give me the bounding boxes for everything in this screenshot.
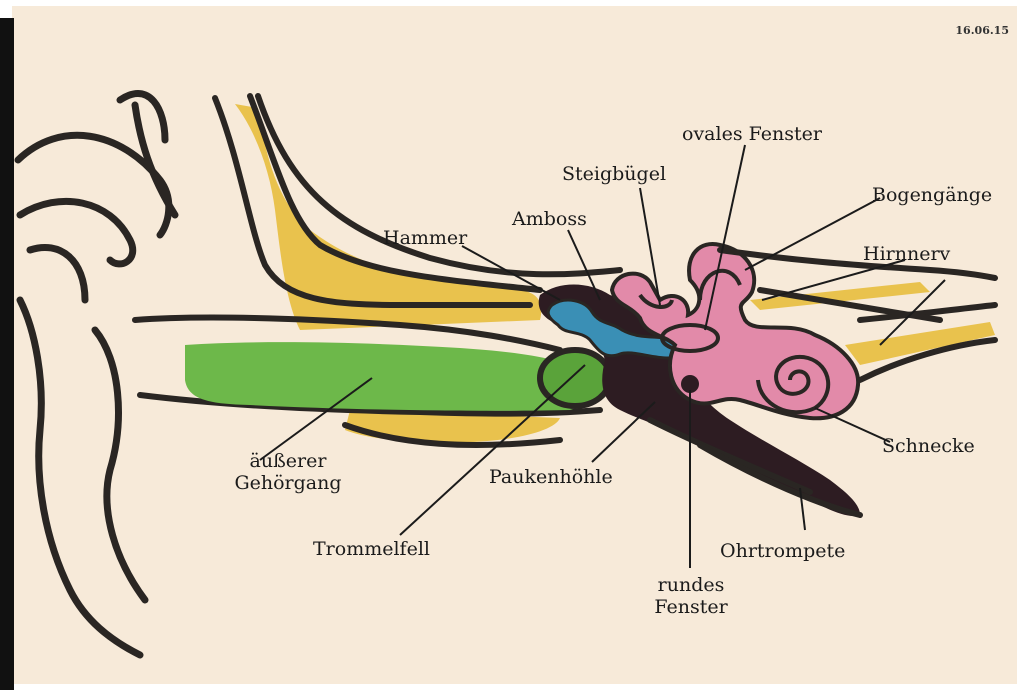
ear-canal	[185, 342, 590, 411]
label-hammer: Hammer	[383, 227, 467, 249]
label-hirnnerv: Hirnnerv	[863, 243, 950, 265]
label-aeusserer-line1: äußerer	[218, 450, 358, 472]
label-bogengaenge: Bogengänge	[872, 184, 992, 206]
label-ohrtrompete: Ohrtrompete	[720, 540, 845, 562]
label-ovales-fenster: ovales Fenster	[682, 123, 822, 145]
label-steigbuegel: Steigbügel	[562, 163, 666, 185]
label-aeusserer-line2: Gehörgang	[218, 472, 358, 494]
label-aeusserer-gehoergang: äußerer Gehörgang	[218, 450, 358, 494]
label-paukenhoehle: Paukenhöhle	[489, 466, 613, 488]
label-rundes-fenster: rundes Fenster	[626, 574, 756, 618]
upper-bone	[235, 104, 541, 330]
date-stamp: 16.06.15	[955, 24, 1009, 37]
label-rundes-line2: Fenster	[626, 596, 756, 618]
label-trommelfell: Trommelfell	[313, 538, 430, 560]
label-schnecke: Schnecke	[882, 435, 975, 457]
label-amboss: Amboss	[512, 208, 587, 230]
auricle	[18, 94, 175, 655]
label-rundes-line1: rundes	[626, 574, 756, 596]
